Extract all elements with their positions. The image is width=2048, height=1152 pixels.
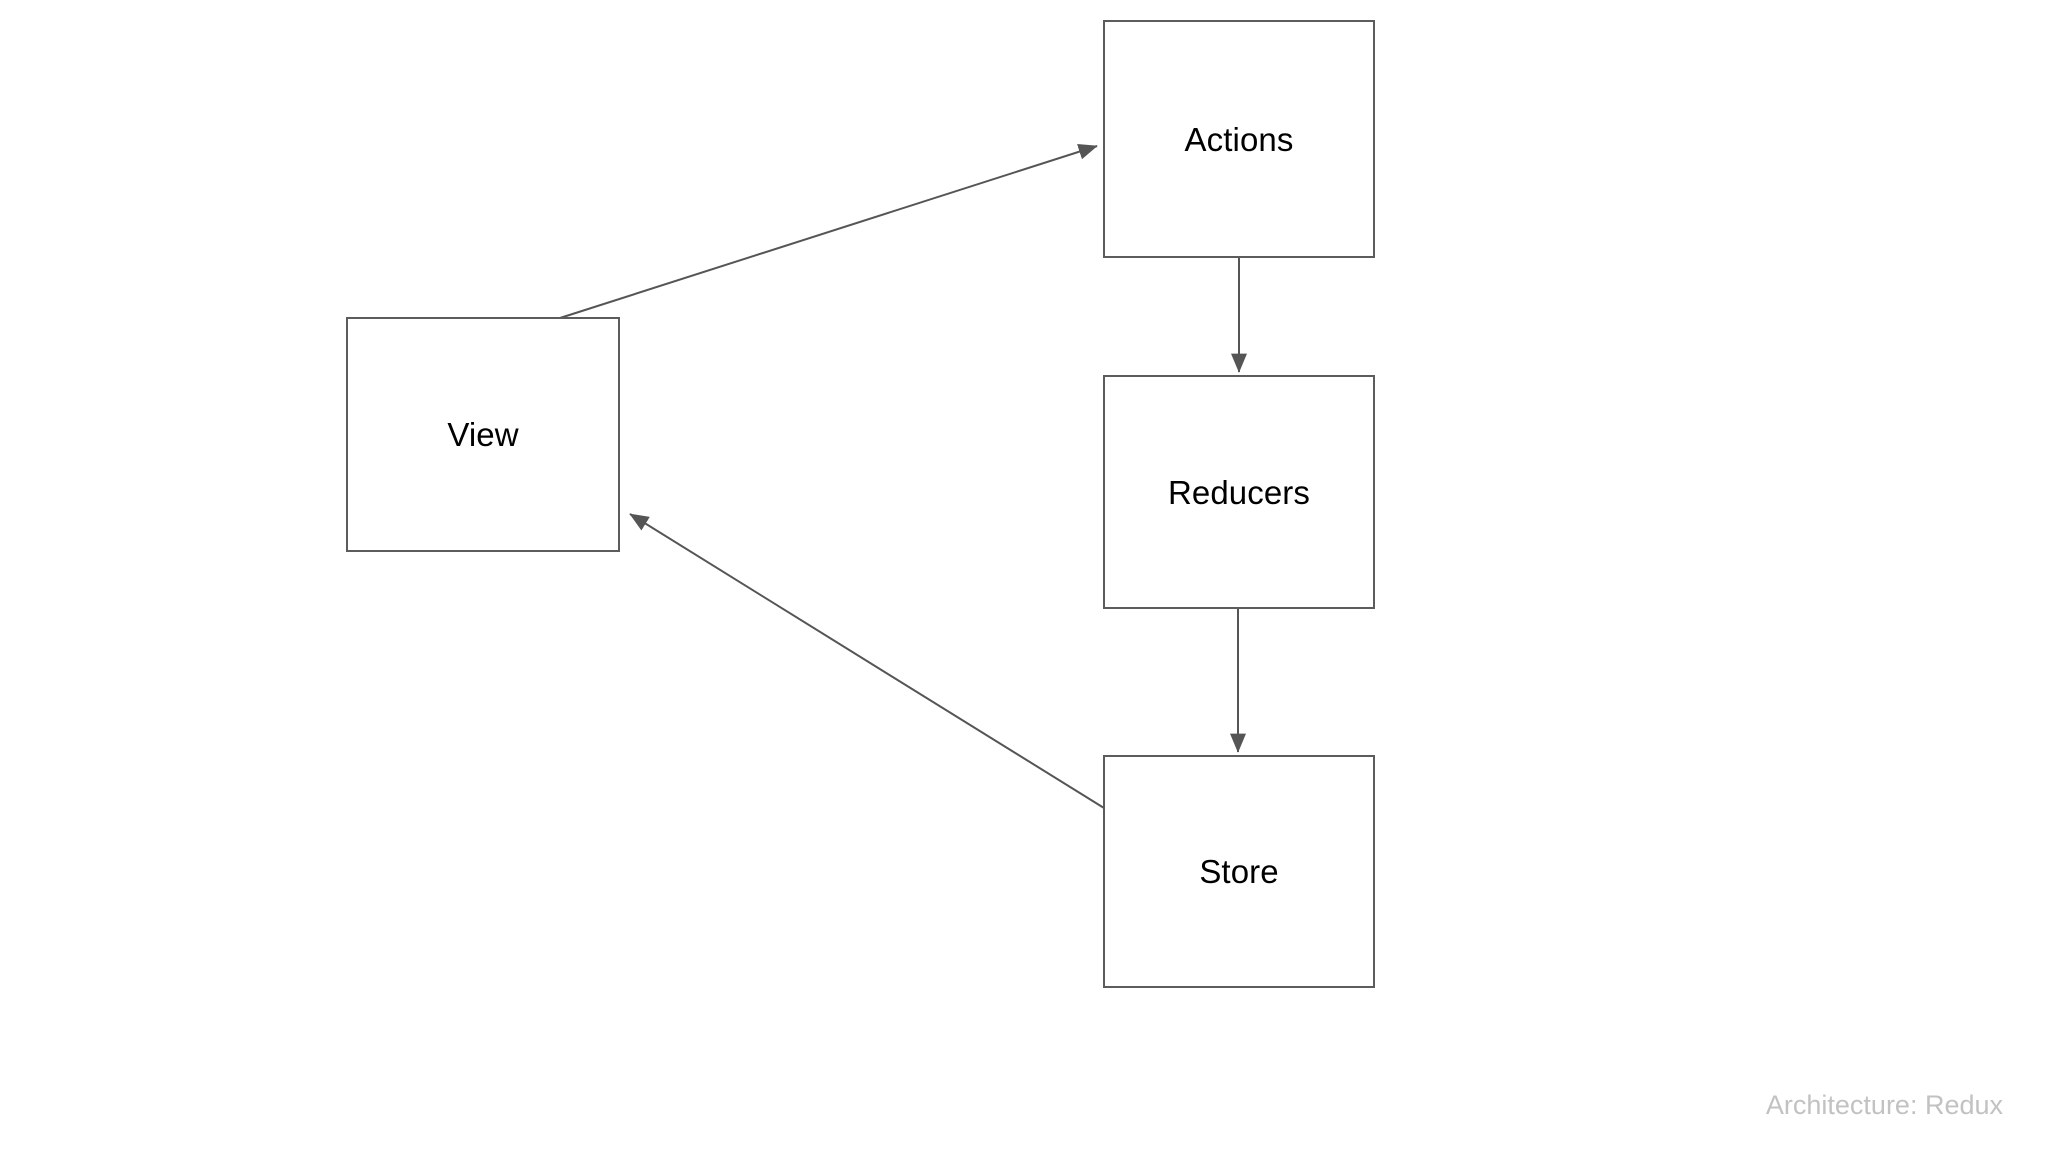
node-reducers[interactable]: Reducers — [1103, 375, 1375, 609]
edge-view-to-actions — [559, 143, 1098, 319]
edge-store-to-view — [629, 513, 1105, 809]
node-reducers-label: Reducers — [1167, 473, 1311, 511]
node-store-label: Store — [1199, 853, 1279, 890]
node-actions-label: Actions — [1184, 120, 1294, 158]
node-view-label: View — [447, 416, 519, 453]
node-store[interactable]: Store — [1103, 755, 1375, 988]
node-view[interactable]: View — [346, 317, 620, 552]
diagram-caption: Architecture: Redux — [1765, 1090, 2003, 1120]
node-actions[interactable]: Actions — [1103, 20, 1375, 258]
